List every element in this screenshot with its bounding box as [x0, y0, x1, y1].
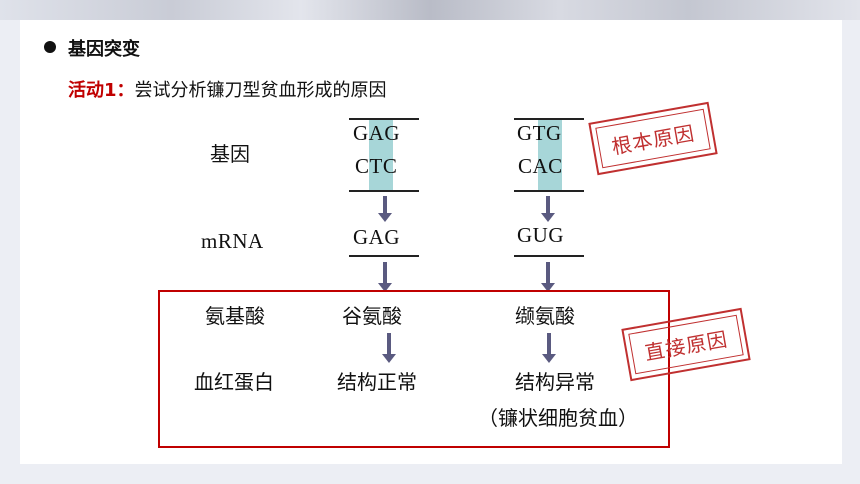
arrow-down-icon [541, 262, 555, 292]
normal-structure: 结构正常 [337, 370, 417, 394]
normal-amino-acid: 谷氨酸 [342, 304, 402, 328]
mutant-amino-acid: 缬氨酸 [515, 304, 575, 328]
mutant-mrna-strand [514, 255, 584, 257]
mutant-dna-bottom-codon: CAC [518, 154, 563, 178]
arrow-down-icon [378, 262, 392, 292]
bullet-icon [44, 41, 56, 53]
mutant-structure: 结构异常 [515, 370, 595, 394]
mutant-dna-strand-bottom [514, 190, 584, 192]
arrow-down-icon [382, 333, 396, 363]
arrow-down-icon [541, 196, 555, 222]
decorative-banner [0, 0, 860, 20]
activity-line: 活动1：尝试分析镰刀型贫血形成的原因 [68, 76, 387, 102]
normal-mrna-codon: GAG [353, 225, 400, 249]
normal-base-highlight [369, 120, 393, 190]
mutant-disease: （镰状细胞贫血） [478, 406, 638, 430]
normal-dna-top-codon: GAG [353, 121, 400, 145]
normal-dna-strand-bottom [349, 190, 419, 192]
mutant-base-highlight [538, 120, 562, 190]
slide-canvas [20, 20, 842, 464]
mutant-mrna-codon: GUG [517, 223, 564, 247]
direct-cause-box [158, 290, 670, 448]
section-heading: 基因突变 [68, 39, 140, 60]
mutant-dna-strand-top [514, 118, 584, 120]
normal-dna-strand-top [349, 118, 419, 120]
mutant-dna-top-codon: GTG [517, 121, 562, 145]
row-label-amino-acid: 氨基酸 [205, 304, 265, 328]
row-label-hemoglobin: 血红蛋白 [194, 370, 274, 394]
arrow-down-icon [542, 333, 556, 363]
activity-text: 尝试分析镰刀型贫血形成的原因 [134, 80, 387, 101]
normal-dna-bottom-codon: CTC [355, 154, 398, 178]
row-label-mrna: mRNA [201, 229, 264, 253]
activity-label: 活动1： [68, 80, 135, 101]
normal-mrna-strand [349, 255, 419, 257]
arrow-down-icon [378, 196, 392, 222]
row-label-gene: 基因 [210, 142, 250, 166]
